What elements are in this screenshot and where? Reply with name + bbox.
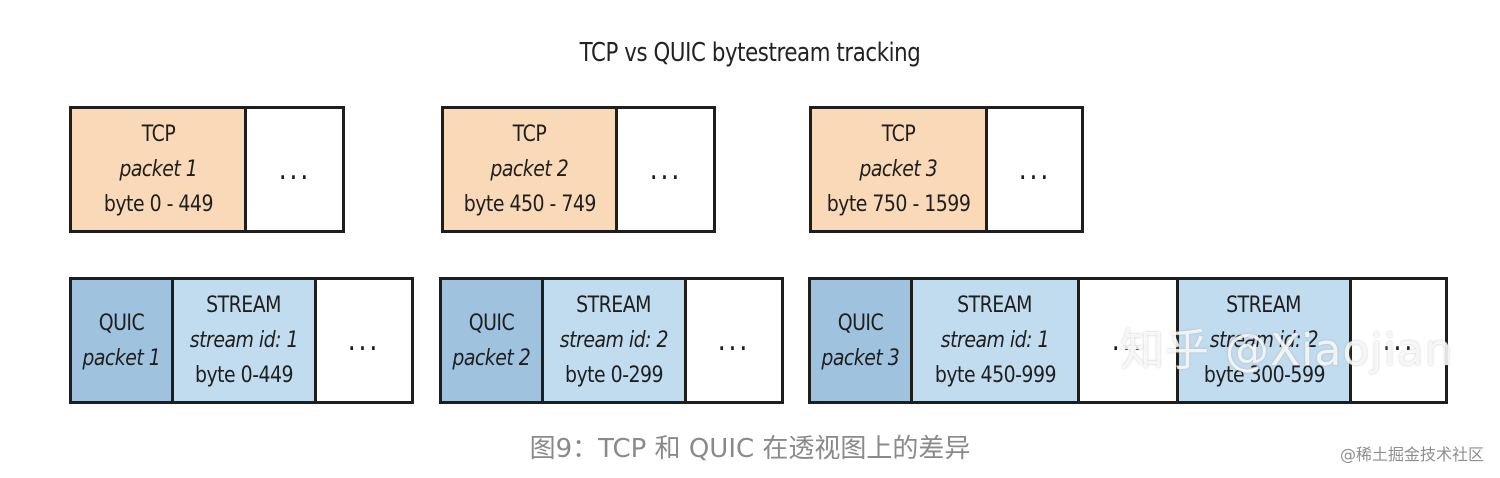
ellipsis-cell: ... bbox=[317, 280, 411, 401]
tcp-packet-label: packet 3 bbox=[859, 157, 938, 182]
stream-id: stream id: 2 bbox=[559, 328, 669, 353]
tcp-packet-cell: TCP packet 3 byte 750 - 1599 bbox=[812, 109, 988, 230]
stream-id: stream id: 2 bbox=[1209, 328, 1319, 353]
tcp-label: TCP bbox=[512, 122, 547, 147]
tcp-label: TCP bbox=[141, 122, 175, 147]
stream-id: stream id: 1 bbox=[940, 328, 1050, 353]
quic-packet-3: QUIC packet 3 STREAM stream id: 1 byte 4… bbox=[808, 277, 1448, 404]
stream-byte-range: byte 300-599 bbox=[1203, 363, 1325, 388]
quic-label: QUIC bbox=[98, 310, 145, 336]
ellipsis: ... bbox=[278, 151, 311, 187]
stream-frame: STREAM stream id: 1 byte 0-449 bbox=[174, 280, 317, 401]
ellipsis-cell: ... bbox=[988, 109, 1081, 230]
quic-header-cell: QUIC packet 2 bbox=[442, 280, 544, 401]
ellipsis: ... bbox=[347, 322, 381, 358]
stream-label: STREAM bbox=[1226, 293, 1302, 318]
tcp-byte-range: byte 750 - 1599 bbox=[826, 192, 971, 217]
tcp-label: TCP bbox=[881, 122, 916, 147]
tcp-byte-range: byte 450 - 749 bbox=[463, 192, 596, 217]
ellipsis-cell: ... bbox=[618, 109, 713, 230]
quic-packet-label: packet 2 bbox=[452, 345, 531, 371]
figure-caption: 图9：TCP 和 QUIC 在透视图上的差异 bbox=[529, 434, 971, 464]
tcp-packet-cell: TCP packet 1 byte 0 - 449 bbox=[72, 109, 247, 230]
ellipsis-cell: ... bbox=[1352, 280, 1445, 401]
tcp-packet-cell: TCP packet 2 byte 450 - 749 bbox=[444, 109, 618, 230]
tcp-packet-label: packet 2 bbox=[490, 157, 569, 182]
ellipsis-cell: ... bbox=[1080, 280, 1179, 401]
quic-packet-2: QUIC packet 2 STREAM stream id: 2 byte 0… bbox=[439, 277, 784, 404]
ellipsis-cell: ... bbox=[247, 109, 342, 230]
stream-id: stream id: 1 bbox=[189, 328, 299, 353]
quic-packet-1: QUIC packet 1 STREAM stream id: 1 byte 0… bbox=[69, 277, 414, 404]
quic-header-cell: QUIC packet 3 bbox=[811, 280, 913, 401]
stream-frame: STREAM stream id: 2 byte 0-299 bbox=[544, 280, 687, 401]
ellipsis: ... bbox=[1018, 151, 1051, 187]
stream-byte-range: byte 0-299 bbox=[564, 363, 664, 388]
stream-label: STREAM bbox=[576, 293, 652, 318]
quic-label: QUIC bbox=[837, 310, 884, 336]
watermark: 知乎 @Xiaojian bbox=[1120, 325, 1454, 376]
stream-label: STREAM bbox=[957, 293, 1033, 318]
tcp-packet-2: TCP packet 2 byte 450 - 749 ... bbox=[441, 106, 716, 233]
stream-byte-range: byte 450-999 bbox=[934, 363, 1056, 388]
quic-packet-label: packet 1 bbox=[82, 345, 161, 371]
tcp-packet-3: TCP packet 3 byte 750 - 1599 ... bbox=[809, 106, 1084, 233]
tcp-byte-range: byte 0 - 449 bbox=[103, 192, 213, 217]
stream-frame: STREAM stream id: 1 byte 450-999 bbox=[913, 280, 1080, 401]
ellipsis: ... bbox=[649, 151, 682, 187]
ellipsis: ... bbox=[1111, 322, 1145, 358]
quic-header-cell: QUIC packet 1 bbox=[72, 280, 174, 401]
tcp-packet-1: TCP packet 1 byte 0 - 449 ... bbox=[69, 106, 345, 233]
quic-packet-label: packet 3 bbox=[821, 345, 900, 371]
diagram-title: TCP vs QUIC bytestream tracking bbox=[579, 38, 921, 68]
tcp-packet-label: packet 1 bbox=[119, 157, 197, 182]
ellipsis: ... bbox=[1382, 322, 1415, 358]
stream-frame: STREAM stream id: 2 byte 300-599 bbox=[1179, 280, 1352, 401]
ellipsis-cell: ... bbox=[687, 280, 781, 401]
ellipsis: ... bbox=[717, 322, 751, 358]
quic-label: QUIC bbox=[468, 310, 515, 336]
stream-label: STREAM bbox=[206, 293, 282, 318]
stream-byte-range: byte 0-449 bbox=[194, 363, 294, 388]
source-credit: @稀土掘金技术社区 bbox=[1339, 445, 1484, 464]
